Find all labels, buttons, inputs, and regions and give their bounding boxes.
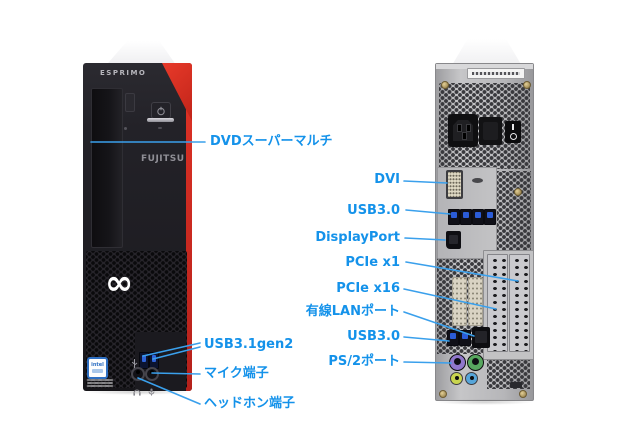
pc-front-view: ESPRIMO FUJITSU ∞ intel: [83, 41, 192, 396]
label-usb30-top: USB3.0: [347, 203, 400, 218]
dvi-port: [446, 170, 463, 199]
rear-usb3-port-5: [447, 330, 459, 346]
line-in-jack: [465, 372, 478, 385]
fujitsu-infinity-logo: ∞: [105, 263, 134, 303]
label-dvi: DVI: [374, 172, 400, 187]
model-number-sticker: [87, 379, 113, 388]
rear-usb3-port-4: [484, 209, 496, 225]
rear-top-surface: [453, 39, 521, 63]
lan-port: [472, 327, 490, 348]
rear-usb3-port-1: [448, 209, 460, 225]
label-displayport: DisplayPort: [315, 230, 400, 245]
intel-cpu-sticker: intel: [87, 357, 108, 379]
label-ps2-port: PS/2ポート: [328, 354, 400, 369]
headphone-jack: [131, 367, 145, 381]
label-wired-lan: 有線LANポート: [305, 304, 400, 319]
chassis-slot-hole: [472, 178, 483, 183]
screw: [514, 188, 522, 196]
label-mic-jack: マイク端子: [204, 366, 269, 381]
drive-led: [124, 127, 127, 130]
screw: [519, 390, 527, 398]
rear-top-cap: [436, 64, 533, 69]
front-shadow: [85, 389, 190, 395]
microphone-jack: [145, 367, 159, 381]
screw: [441, 81, 449, 89]
port-knockout-1: [452, 277, 467, 326]
pcie-x1-slot-cover: [509, 254, 530, 352]
line-out-jack: [450, 372, 463, 385]
power-outlet-cover: [479, 117, 502, 145]
status-led: [158, 127, 162, 129]
displayport-port: [446, 231, 461, 249]
power-light-bar: [147, 118, 174, 122]
label-pcie-x1: PCIe x1: [345, 255, 400, 270]
label-pcie-x16: PCIe x16: [336, 281, 400, 296]
kensington-lock-slot: [510, 382, 522, 388]
rear-usb3-port-2: [460, 209, 472, 225]
label-usb30-bottom: USB3.0: [347, 329, 400, 344]
intel-sticker-band: [92, 369, 103, 373]
rear-shadow: [435, 399, 534, 405]
port-knockout-2: [468, 277, 483, 326]
screw: [523, 81, 531, 89]
label-dvd-super-multi: DVDスーパーマルチ: [210, 134, 333, 149]
rear-usb3-port-6: [459, 330, 471, 346]
esprimo-wordmark: ESPRIMO: [100, 69, 147, 77]
main-power-switch: [505, 121, 521, 143]
screw: [439, 390, 447, 398]
label-headphone-jack: ヘッドホン端子: [204, 396, 296, 411]
dvd-eject-button: [125, 93, 135, 112]
power-icon: [157, 106, 165, 115]
front-usb-port-1: [139, 352, 149, 369]
dvd-drive-slot: [91, 88, 123, 248]
fujitsu-wordmark: FUJITSU: [141, 154, 185, 164]
intel-logo-text: intel: [91, 362, 104, 368]
serial-sticker: [467, 68, 525, 79]
pc-rear-view: [435, 39, 534, 405]
rear-usb3-port-3: [472, 209, 484, 225]
front-top-surface: [108, 41, 175, 63]
ac-power-inlet: [448, 114, 478, 147]
ps2-keyboard-port: [449, 354, 466, 371]
label-usb31-gen2: USB3.1gen2: [204, 337, 294, 352]
power-button: [151, 102, 171, 119]
ps2-mouse-port: [467, 354, 484, 371]
pcie-x16-slot-cover: [487, 254, 508, 352]
front-red-accent-edge: [186, 63, 192, 391]
